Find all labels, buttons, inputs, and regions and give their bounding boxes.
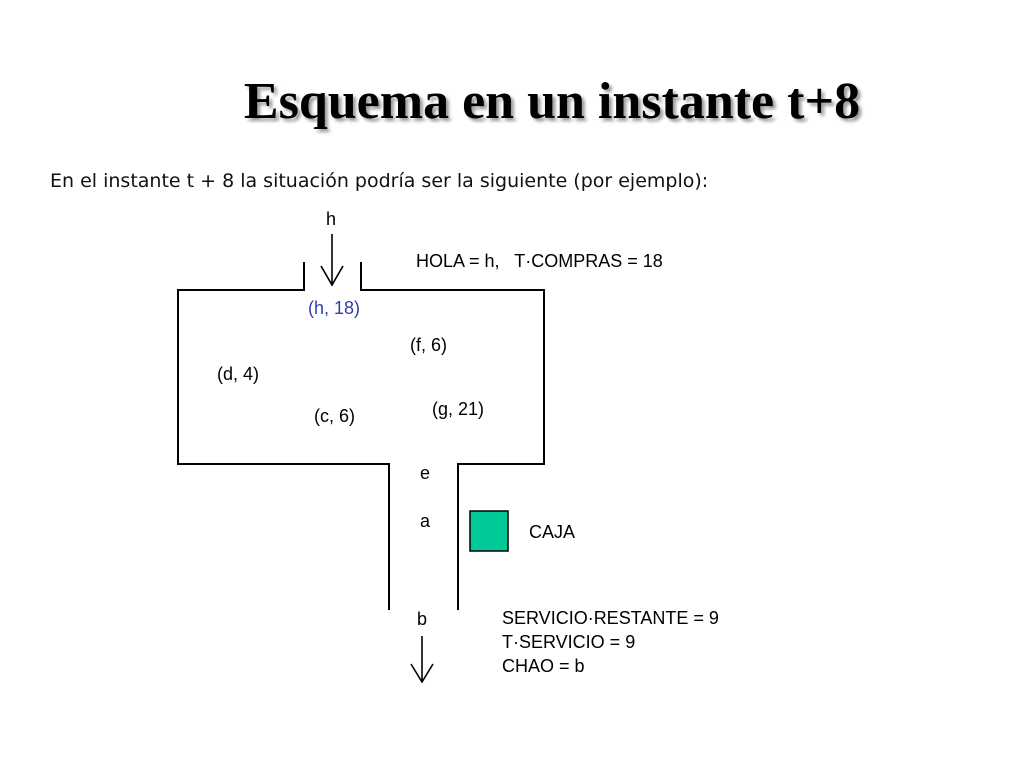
slide-subtitle: En el instante t + 8 la situación podría…	[50, 170, 709, 192]
arrival-status: HOLA = h, T·COMPRAS = 18	[416, 251, 663, 271]
cashier-label: CAJA	[529, 522, 575, 542]
queue-item: a	[420, 511, 431, 531]
cashier-box	[469, 510, 509, 552]
new-arrival-item: (h, 18)	[308, 298, 360, 318]
store-outline	[177, 262, 545, 610]
entry-arrow-icon	[320, 234, 344, 287]
exit-arrow-icon	[410, 636, 434, 684]
slide-title: Esquema en un instante t+8	[243, 73, 861, 130]
service-status-line: CHAO = b	[502, 656, 585, 676]
service-status-line: SERVICIO·RESTANTE = 9	[502, 608, 719, 628]
entering-customer: h	[326, 209, 336, 229]
store-item-d: (d, 4)	[217, 364, 259, 384]
store-item-g: (g, 21)	[432, 399, 484, 419]
store-item-f: (f, 6)	[410, 335, 447, 355]
queue-item: e	[420, 463, 430, 483]
service-status-line: T·SERVICIO = 9	[502, 632, 635, 652]
leaving-customer: b	[417, 609, 427, 629]
store-item-c: (c, 6)	[314, 406, 355, 426]
